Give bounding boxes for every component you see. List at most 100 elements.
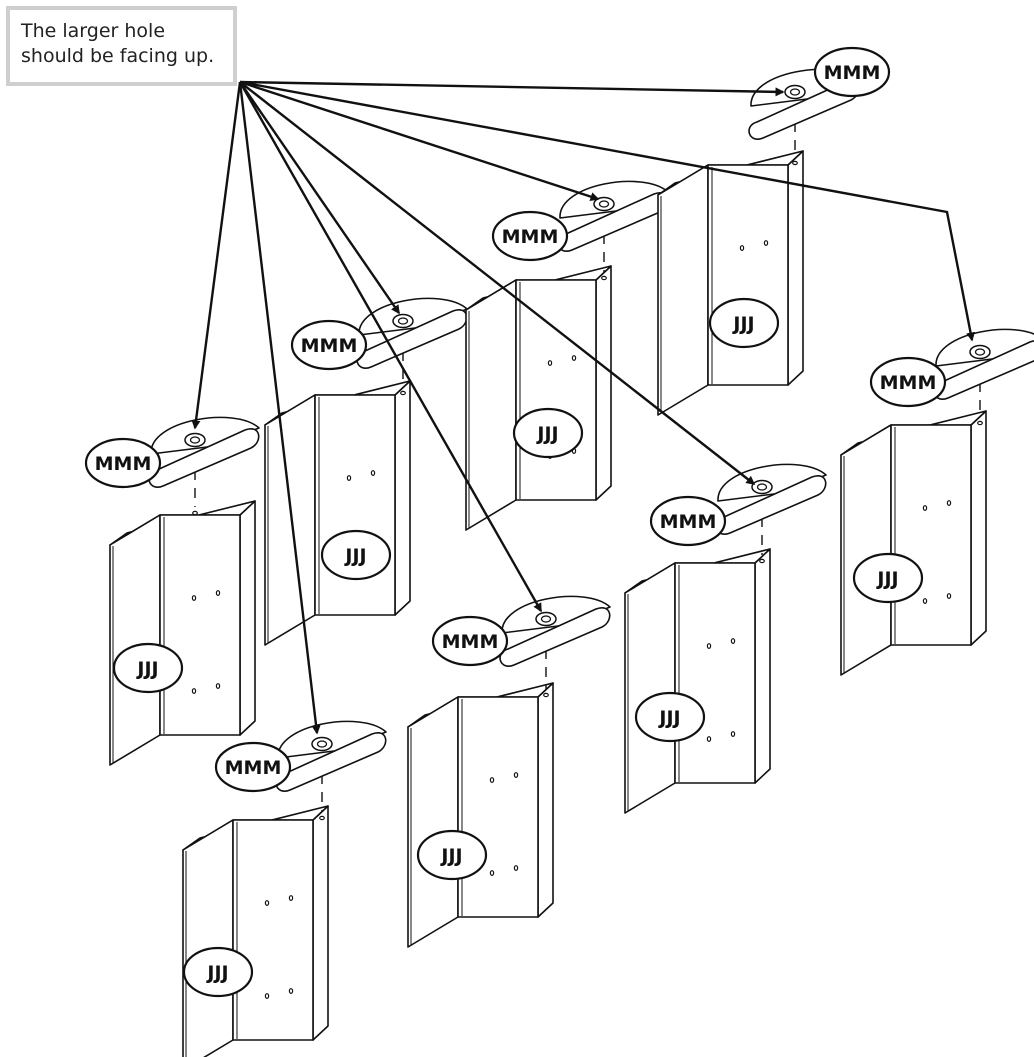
bracket-label-badge: MMM xyxy=(290,319,368,371)
bracket-label-ellipse xyxy=(491,210,569,262)
bracket-label-text: MMM xyxy=(442,631,499,653)
callout-arrow-7 xyxy=(239,80,785,97)
panel-top-hole xyxy=(977,420,983,426)
panel-label-text: JJJ xyxy=(535,423,558,445)
panel-side-face xyxy=(394,380,411,616)
panel-screw-hole xyxy=(922,598,928,604)
bracket-label-badge: MMM xyxy=(869,356,947,408)
panel-screw-hole xyxy=(191,595,197,601)
callout-arrow-8 xyxy=(239,80,975,342)
panel-screw-hole xyxy=(370,470,376,476)
bracket-front-lip xyxy=(499,607,611,667)
panel-box xyxy=(657,150,804,416)
instruction-callout-box: The larger hole should be facing up. xyxy=(6,6,237,86)
bracket-hole-rim xyxy=(189,436,201,444)
panel-top-hole xyxy=(319,815,325,821)
assembly-unit: MMM JJJ xyxy=(657,46,891,416)
bracket-label-text: MMM xyxy=(660,511,717,533)
panel-side-face xyxy=(595,265,612,501)
instruction-line-2: should be facing up. xyxy=(21,45,215,67)
panel-side-face xyxy=(537,682,554,918)
panel-label-ellipse xyxy=(512,407,584,459)
panel-left-face xyxy=(407,696,459,948)
bracket-label-text: MMM xyxy=(880,372,937,394)
bracket-label-badge: MMM xyxy=(84,437,162,489)
panel-front-face xyxy=(890,424,972,646)
bracket-label-ellipse xyxy=(431,615,509,667)
bracket-label-badge: MMM xyxy=(491,210,569,262)
panel-box xyxy=(624,548,771,814)
bracket-label-text: MMM xyxy=(95,453,152,475)
bracket-label-text: MMM xyxy=(824,62,881,84)
panel-label-ellipse xyxy=(634,691,706,743)
mounting-bracket xyxy=(356,297,468,369)
bracket-large-hole xyxy=(311,736,333,752)
panel-label-text: JJJ xyxy=(343,545,366,567)
panel-left-face xyxy=(182,819,234,1057)
assembly-unit: MMM JJJ xyxy=(465,180,669,531)
panel-screw-hole xyxy=(571,355,577,361)
assembly-unit: MMM JJJ xyxy=(624,463,827,814)
panel-front-face xyxy=(674,562,756,784)
mounting-bracket xyxy=(148,416,260,488)
bracket-hole-rim xyxy=(598,200,610,208)
panel-screw-hole xyxy=(215,590,221,596)
bracket-label-ellipse xyxy=(214,741,292,793)
panel-front-face xyxy=(314,394,396,616)
panel-screw-hole xyxy=(547,360,553,366)
panel-screw-hole xyxy=(288,988,294,994)
panel-side-face xyxy=(239,500,256,736)
panel-label-badge: JJJ xyxy=(182,946,254,998)
bracket-large-hole xyxy=(184,432,206,448)
panel-front-face xyxy=(159,514,241,736)
panel-screw-hole xyxy=(922,505,928,511)
instruction-line-1: The larger hole xyxy=(21,20,166,42)
callout-arrow-6 xyxy=(239,81,756,485)
panel-label-ellipse xyxy=(320,529,392,581)
panel-label-badge: JJJ xyxy=(320,529,392,581)
panel-top-hole xyxy=(601,275,607,281)
panel-screw-hole xyxy=(730,638,736,644)
panel-label-ellipse xyxy=(416,829,488,881)
callout-arrow-4 xyxy=(238,81,543,613)
panel-label-ellipse xyxy=(708,297,780,349)
panel-screw-hole xyxy=(513,772,519,778)
panel-screw-hole xyxy=(706,643,712,649)
panel-box xyxy=(840,410,987,676)
bracket-label-badge: MMM xyxy=(813,46,891,98)
bracket-top-plate xyxy=(717,463,827,502)
bracket-label-badge: MMM xyxy=(649,495,727,547)
bracket-label-ellipse xyxy=(84,437,162,489)
bracket-top-plate xyxy=(150,416,260,455)
bracket-hole-rim xyxy=(974,348,986,356)
panel-box xyxy=(109,500,256,766)
panel-front-face xyxy=(515,279,597,501)
panel-side-face xyxy=(312,805,329,1041)
panel-label-text: JJJ xyxy=(657,707,680,729)
assembly-unit: MMM JJJ xyxy=(264,297,468,646)
panel-label-badge: JJJ xyxy=(634,691,706,743)
panel-front-face xyxy=(457,696,539,918)
bracket-label-badge: MMM xyxy=(431,615,509,667)
panel-label-badge: JJJ xyxy=(416,829,488,881)
assembly-units: MMMJJJMMMJJJMMMJJJMMMJJJMMMJJJMMMJJJMMMJ… xyxy=(84,46,1034,1057)
bracket-hole-rim xyxy=(756,483,768,491)
panel-top-hole xyxy=(759,558,765,564)
panel-label-text: JJJ xyxy=(731,313,754,335)
bracket-label-text: MMM xyxy=(225,757,282,779)
bracket-large-hole xyxy=(751,479,773,495)
panel-screw-hole xyxy=(763,240,769,246)
bracket-label-text: MMM xyxy=(301,335,358,357)
panel-top-hole xyxy=(400,390,406,396)
panel-screw-hole xyxy=(489,870,495,876)
panel-left-face xyxy=(840,424,892,676)
panel-label-text: JJJ xyxy=(205,962,228,984)
panel-left-face xyxy=(109,514,161,766)
panel-top-hole xyxy=(792,160,798,166)
panel-screw-hole xyxy=(739,245,745,251)
panel-front-face xyxy=(232,819,314,1041)
panel-box xyxy=(465,265,612,531)
assembly-unit: MMM JJJ xyxy=(407,595,611,948)
panel-screw-hole xyxy=(489,777,495,783)
panel-label-ellipse xyxy=(182,946,254,998)
